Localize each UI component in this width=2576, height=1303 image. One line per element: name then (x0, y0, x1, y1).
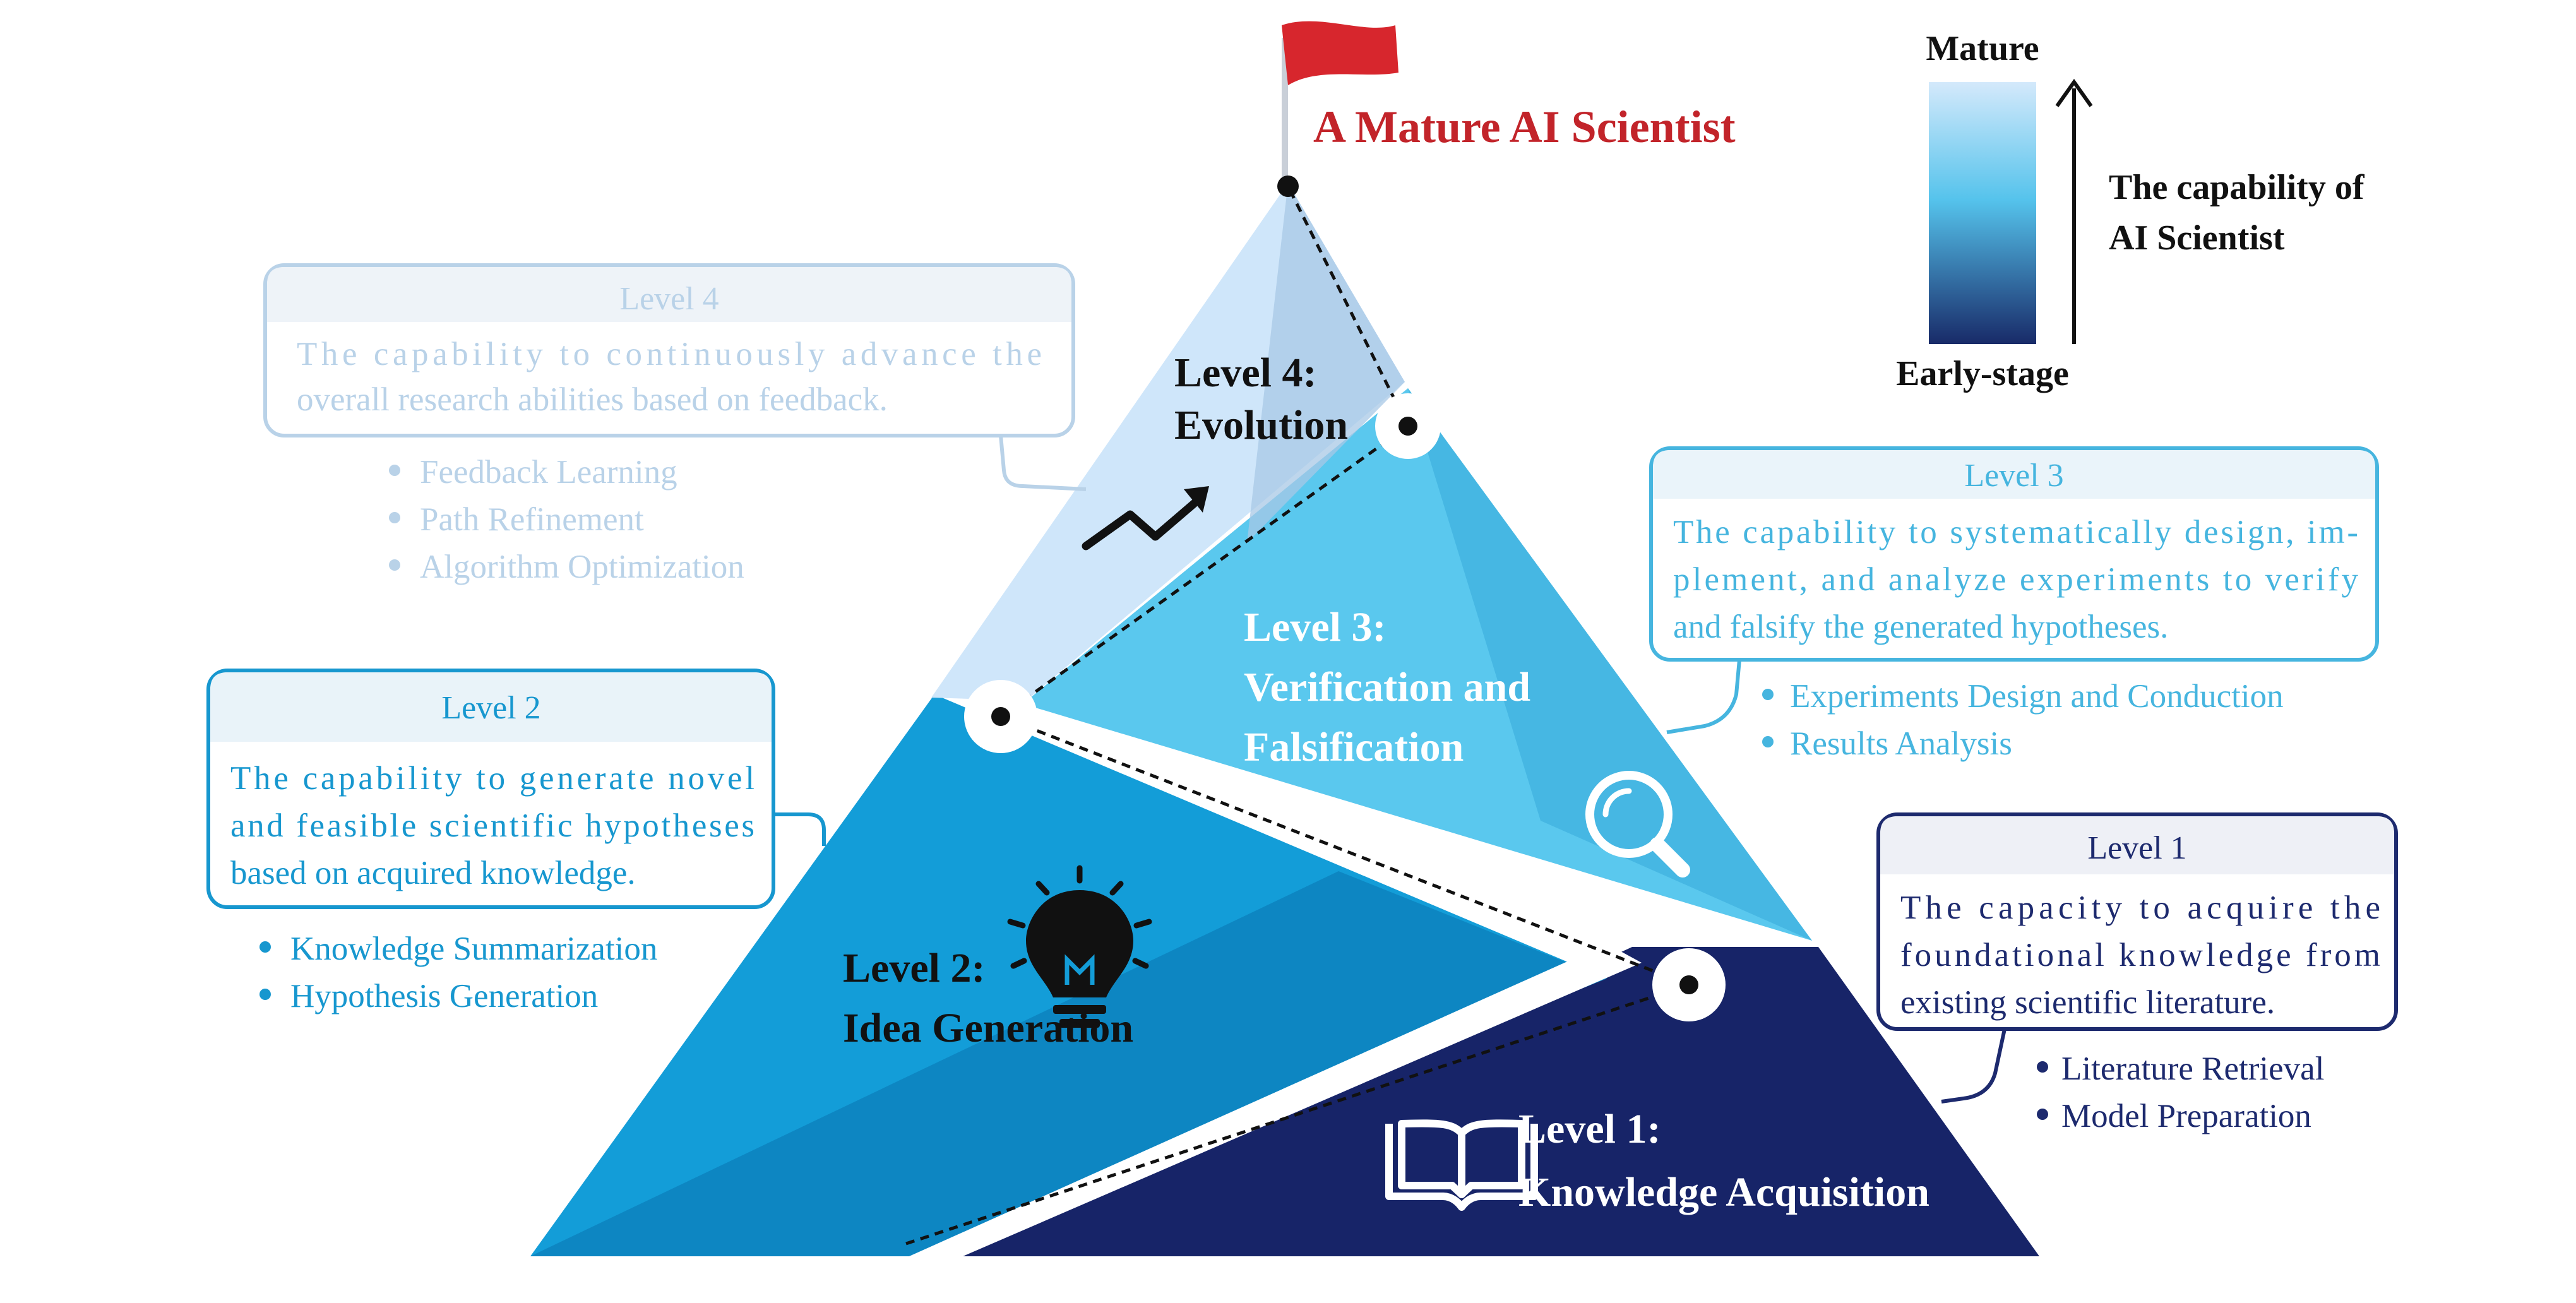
level2-bullets: Knowledge Summarization Hypothesis Gener… (259, 931, 657, 1014)
level2-shade (530, 871, 1607, 1256)
level4-bullet-2: Path Refinement (420, 501, 644, 538)
pyramid-label-level2-line2: Idea Generation (843, 1005, 1133, 1051)
level1-bullets: Literature Retrieval Model Preparation (2037, 1050, 2324, 1134)
book-icon (1385, 1119, 1538, 1211)
pyramid-label-level4-line1: Level 4: (1174, 350, 1316, 396)
level4-bullets: Feedback Learning Path Refinement Algori… (389, 454, 744, 585)
level3-box-title: Level 3 (1964, 458, 2063, 494)
level4-shade (1247, 183, 1405, 543)
legend-arrow-head (2055, 78, 2093, 107)
trend-arrow-icon (1082, 494, 1204, 550)
legend-gradient-bar (1929, 82, 2036, 344)
level3-bullet-2: Results Analysis (1790, 725, 2012, 762)
level2-box-line3: based on acquired knowledge. (230, 855, 636, 891)
pyramid-label-level1-line2: Knowledge Acquisition (1518, 1169, 1929, 1215)
level4-bullet-3: Algorithm Optimization (420, 549, 744, 585)
legend-mature-label: Mature (1926, 29, 2039, 68)
band-separator (909, 944, 1642, 1256)
level3-bullet-1: Experiments Design and Conduction (1790, 678, 2284, 715)
level3-box-line3: and falsify the generated hypotheses. (1673, 609, 2168, 645)
level3-callout: Level 3 The capability to systematically… (1649, 446, 2379, 734)
level4-bullet-1: Feedback Learning (420, 454, 677, 491)
level1-box-line3: existing scientific literature. (1900, 984, 2275, 1021)
pyramid-label-level3-line3: Falsification (1244, 724, 1464, 770)
level2-box-line2: and feasible scientific hypotheses (230, 807, 754, 844)
level3-box-line1: The capability to systematically design,… (1673, 514, 2358, 550)
level1-band (963, 947, 2039, 1256)
level2-bullet-1: Knowledge Summarization (290, 931, 657, 967)
level2-callout: Level 2 The capability to generate novel… (206, 669, 826, 909)
level3-shade (1408, 388, 1812, 941)
legend-caption-line1: The capability of (2109, 168, 2365, 207)
magnifier-icon (1585, 771, 1690, 878)
node-top (1277, 176, 1299, 197)
level2-box-title: Level 2 (441, 690, 540, 726)
lightbulb-icon (1007, 865, 1152, 1028)
pyramid-label-level3-line1: Level 3: (1244, 604, 1386, 650)
level1-bullet-1: Literature Retrieval (2061, 1050, 2324, 1087)
node-level1 (1652, 948, 1726, 1021)
level1-bullet-2: Model Preparation (2061, 1098, 2311, 1134)
pyramid-label-level3-line2: Verification and (1244, 664, 1530, 710)
flag-icon (1282, 21, 1398, 85)
level3-box-line2: plement, and analyze experiments to veri… (1673, 561, 2359, 598)
level1-box-title: Level 1 (2087, 830, 2186, 866)
level1-box-line2: foundational knowledge from (1900, 937, 2380, 973)
level4-callout: Level 4 The capability to continuously a… (263, 263, 1087, 491)
pyramid-label-level2-line1: Level 2: (843, 945, 985, 991)
legend-caption-line2: AI Scientist (2109, 218, 2285, 258)
diagram-title: A Mature AI Scientist (1313, 102, 1736, 152)
node-level2 (964, 680, 1037, 753)
level2-bullet-2: Hypothesis Generation (290, 978, 598, 1014)
pyramid-label-level1-line1: Level 1: (1518, 1106, 1661, 1152)
level2-box-line1: The capability to generate novel (230, 760, 754, 797)
level1-box-line1: The capacity to acquire the (1900, 889, 2380, 926)
level4-box-line2: overall research abilities based on feed… (297, 381, 888, 418)
node-level4 (1375, 393, 1441, 459)
level1-callout: Level 1 The capacity to acquire the foun… (1876, 812, 2398, 1104)
level3-bullets: Experiments Design and Conduction Result… (1762, 678, 2284, 762)
legend-early-stage-label: Early-stage (1896, 354, 2069, 393)
trend-arrowhead (1184, 486, 1209, 513)
level4-box-title: Level 4 (619, 281, 719, 317)
pyramid-label-level4-line2: Evolution (1174, 402, 1348, 448)
